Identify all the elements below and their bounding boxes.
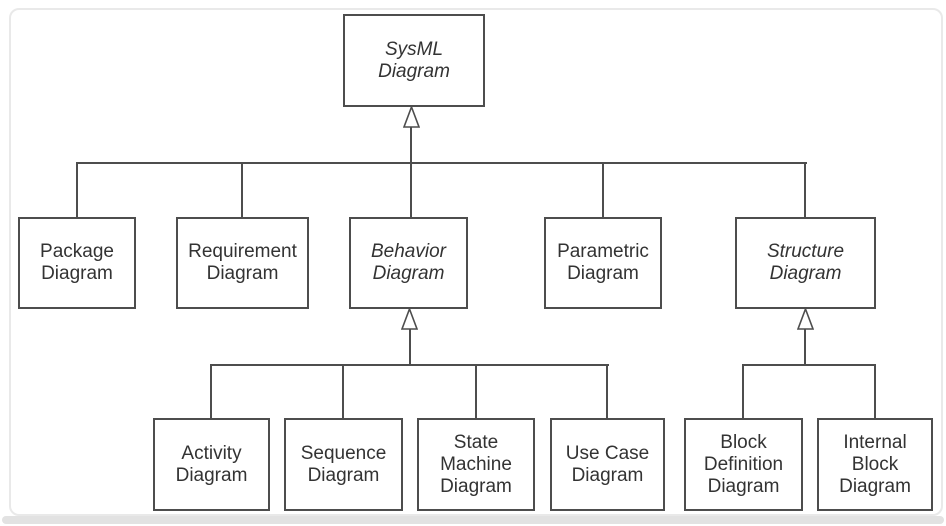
connector-stub-sequence [342,364,344,419]
generalization-arrow-icon [401,308,418,330]
connector-stub-package [76,162,78,218]
connector-stub-parametric [602,162,604,218]
connector-structure-horizontal [742,364,876,366]
connector-stub-requirement [241,162,243,218]
connector-stub-state-machine [475,364,477,419]
connector-top-horizontal [76,162,807,164]
connector-stub-block-definition [742,364,744,419]
connector-stub-behavior [410,162,412,218]
node-block-definition-diagram: Block Definition Diagram [684,418,803,511]
connector-behavior-vertical [409,329,411,366]
connector-behavior-horizontal [210,364,609,366]
node-sysml-diagram: SysML Diagram [343,14,485,107]
page-edge-strip [2,516,944,524]
connector-root-vertical [410,127,412,164]
node-state-machine-diagram: State Machine Diagram [417,418,535,511]
node-structure-diagram: Structure Diagram [735,217,876,309]
connector-stub-use-case [606,364,608,419]
connector-stub-activity [210,364,212,419]
generalization-arrow-icon [797,308,814,330]
node-package-diagram: Package Diagram [18,217,136,309]
node-sequence-diagram: Sequence Diagram [284,418,403,511]
node-behavior-diagram: Behavior Diagram [349,217,468,309]
node-activity-diagram: Activity Diagram [153,418,270,511]
node-use-case-diagram: Use Case Diagram [550,418,665,511]
connector-structure-vertical [804,329,806,366]
diagram-frame [9,8,943,516]
node-parametric-diagram: Parametric Diagram [544,217,662,309]
generalization-arrow-icon [403,106,420,128]
connector-stub-internal-block [874,364,876,419]
node-internal-block-diagram: Internal Block Diagram [817,418,933,511]
node-requirement-diagram: Requirement Diagram [176,217,309,309]
connector-stub-structure [804,162,806,218]
